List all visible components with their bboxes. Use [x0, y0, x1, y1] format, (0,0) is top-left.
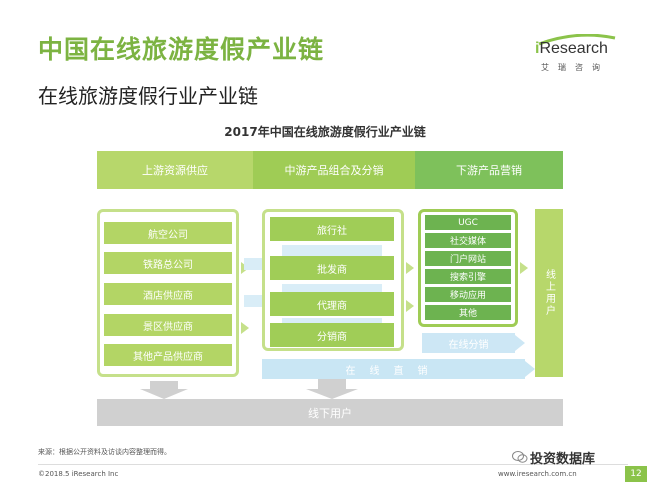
- upstream-item: 铁路总公司: [104, 252, 232, 274]
- offline-arrow-stem: [318, 379, 346, 389]
- logo-swoosh-icon: [538, 34, 616, 46]
- upstream-item: 景区供应商: [104, 314, 232, 336]
- online-distribution-arrow-icon: [515, 335, 525, 351]
- downstream-item: UGC: [425, 215, 511, 230]
- sub-title: 在线旅游度假行业产业链: [38, 84, 258, 108]
- page-number: 12: [625, 466, 647, 482]
- midstream-item: 旅行社: [270, 217, 394, 241]
- online-direct-arrow-icon: [525, 361, 535, 377]
- offline-user: 线下用户: [97, 399, 563, 426]
- blue-down-arrow: [282, 245, 382, 257]
- midstream-item: 批发商: [270, 256, 394, 280]
- upstream-item: 其他产品供应商: [104, 344, 232, 366]
- logo-wordmark: iResearch: [535, 40, 608, 57]
- iresearch-logo: iResearch 艾瑞咨询: [535, 34, 625, 80]
- midstream-item: 分销商: [270, 323, 394, 347]
- offline-arrow-stem: [150, 381, 178, 389]
- downstream-item: 社交媒体: [425, 233, 511, 248]
- wechat-account: 投资数据库: [530, 452, 596, 467]
- website: www.iresearch.com.cn: [498, 470, 577, 478]
- downstream-item: 其他: [425, 305, 511, 320]
- downstream-item: 移动应用: [425, 287, 511, 302]
- main-title: 中国在线旅游度假产业链: [38, 35, 325, 64]
- stage-midstream: 中游产品组合及分销: [253, 151, 415, 189]
- flow-arrow: [241, 322, 249, 334]
- flow-arrow: [406, 300, 414, 312]
- copyright: ©2018.5 iResearch Inc: [38, 470, 119, 478]
- blue-side-arrow: [244, 258, 262, 270]
- diagram-title: 2017年中国在线旅游度假行业产业链: [224, 125, 426, 139]
- online-distribution: 在线分销: [422, 333, 515, 353]
- logo-tagline: 艾瑞咨询: [541, 63, 609, 72]
- offline-down-arrow-icon: [306, 389, 358, 399]
- stage-downstream: 下游产品营销: [415, 151, 563, 189]
- midstream-item: 代理商: [270, 292, 394, 316]
- upstream-item: 酒店供应商: [104, 283, 232, 305]
- flow-arrow: [406, 262, 414, 274]
- offline-down-arrow-icon: [140, 389, 188, 399]
- downstream-item: 门户网站: [425, 251, 511, 266]
- upstream-item: 航空公司: [104, 222, 232, 244]
- stage-upstream: 上游资源供应: [97, 151, 253, 189]
- downstream-item: 搜索引擎: [425, 269, 511, 284]
- online-user: 线上用户: [535, 209, 563, 377]
- online-direct-sales: 在线直销: [262, 359, 525, 379]
- flow-arrow: [520, 262, 528, 274]
- source-note: 来源：根据公开资料及访谈内容整理而得。: [38, 448, 171, 456]
- footer-divider: [38, 464, 628, 465]
- blue-side-arrow: [244, 295, 262, 307]
- wechat-icon: [512, 451, 528, 463]
